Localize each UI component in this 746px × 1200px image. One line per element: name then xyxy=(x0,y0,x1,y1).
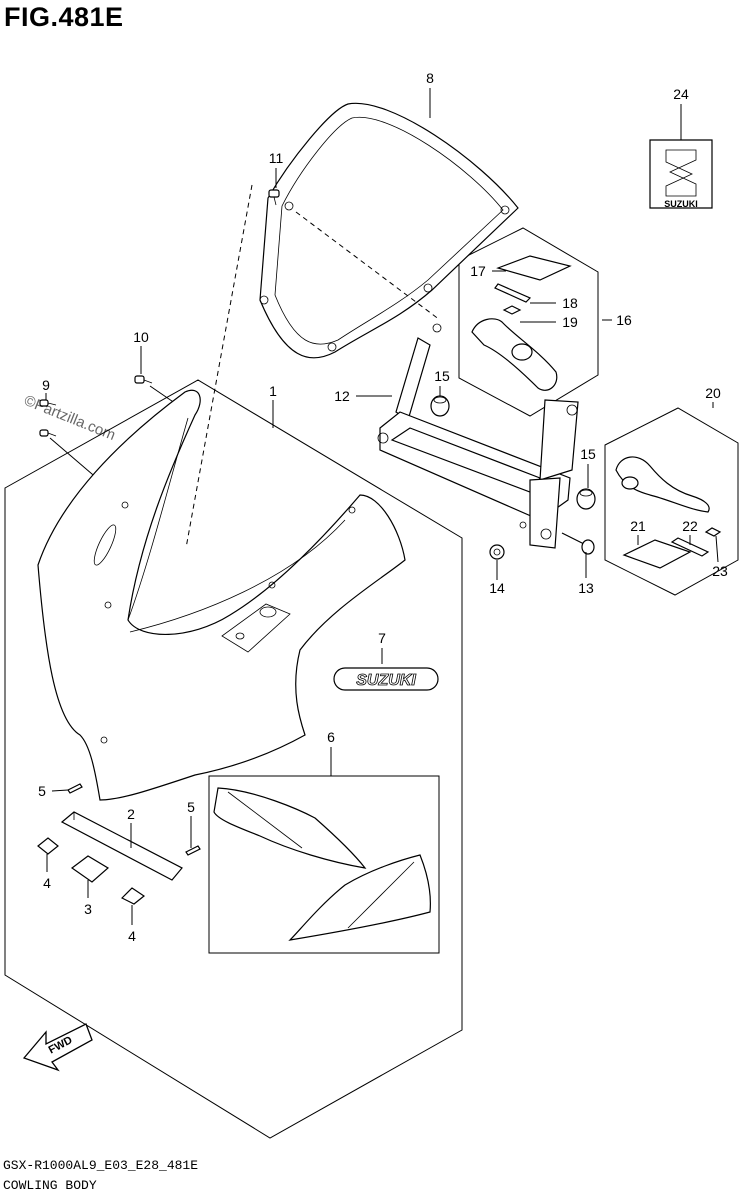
pad-3-part xyxy=(70,855,110,883)
bracket-arm-part xyxy=(471,318,558,391)
pad-17-part xyxy=(496,255,572,281)
windscreen-part xyxy=(259,102,519,359)
callout-labels: 1 2 3 4 4 5 5 6 7 8 9 10 11 12 13 14 15 … xyxy=(38,70,728,944)
callout-23: 23 xyxy=(712,563,728,579)
callout-12: 12 xyxy=(334,388,350,404)
screw-11-part xyxy=(268,189,280,206)
callout-21: 21 xyxy=(630,518,646,534)
pad-19-part xyxy=(502,305,522,315)
svg-text:SUZUKI: SUZUKI xyxy=(356,672,416,689)
suzuki-emblem-large: SUZUKI xyxy=(333,667,439,691)
nut-14-part xyxy=(489,544,505,560)
callout-9: 9 xyxy=(42,377,50,393)
pad-4b-part xyxy=(120,887,146,905)
suzuki-emblem-small: SUZUKI xyxy=(649,139,713,209)
screw-9-part xyxy=(39,399,57,437)
seal-strip-part xyxy=(60,811,183,881)
callout-24: 24 xyxy=(673,86,689,102)
callout-19: 19 xyxy=(562,314,578,330)
callout-2: 2 xyxy=(127,806,135,822)
callout-10: 10 xyxy=(133,329,149,345)
callout-14: 14 xyxy=(489,580,505,596)
callout-4b: 4 xyxy=(128,928,136,944)
callout-22: 22 xyxy=(682,518,698,534)
callout-3: 3 xyxy=(84,901,92,917)
callout-5a: 5 xyxy=(38,783,46,799)
leader-lines xyxy=(45,88,719,925)
model-code: GSX-R1000AL9_E03_E28_481E xyxy=(3,1158,199,1173)
bolt-13-part xyxy=(561,532,595,555)
pad-21-part xyxy=(622,539,692,569)
pad-23-part xyxy=(704,527,722,537)
pad-5-part xyxy=(67,783,83,794)
mirror-bracket-part xyxy=(615,456,710,513)
callout-15b: 15 xyxy=(580,446,596,462)
callout-6: 6 xyxy=(327,729,335,745)
diagram-name: COWLING BODY xyxy=(3,1178,97,1193)
pad-5b-part xyxy=(185,845,201,856)
callout-11: 11 xyxy=(269,150,284,166)
callout-20: 20 xyxy=(705,385,721,401)
callout-15a: 15 xyxy=(434,368,450,384)
pad-4-part xyxy=(37,837,59,855)
figure-title: FIG.481E xyxy=(4,2,124,32)
callout-4a: 4 xyxy=(43,875,51,891)
upper-cowling-part xyxy=(37,389,406,801)
cowling-bracket-part xyxy=(377,337,579,549)
strip-22-part xyxy=(670,537,710,557)
inner-cover-group-outline xyxy=(208,775,440,954)
callout-1: 1 xyxy=(269,383,277,399)
callout-8: 8 xyxy=(426,70,434,86)
svg-text:SUZUKI: SUZUKI xyxy=(664,199,698,209)
inner-cover-part xyxy=(213,787,431,941)
callout-13: 13 xyxy=(578,580,594,596)
screw-10-part xyxy=(134,375,153,384)
callout-7: 7 xyxy=(378,630,386,646)
forward-arrow-icon: FWD xyxy=(22,1023,93,1072)
mirror-kit-group-outline xyxy=(604,407,739,596)
bracket-kit-group-outline xyxy=(458,227,599,417)
callout-16: 16 xyxy=(616,312,632,328)
strip-18-part xyxy=(494,283,532,303)
callout-17: 17 xyxy=(470,263,486,279)
callout-18: 18 xyxy=(562,295,578,311)
grommet-15-part xyxy=(430,395,450,417)
cowling-group-outline xyxy=(4,379,463,1139)
grommet-15b-part xyxy=(576,488,596,510)
callout-5b: 5 xyxy=(187,799,195,815)
